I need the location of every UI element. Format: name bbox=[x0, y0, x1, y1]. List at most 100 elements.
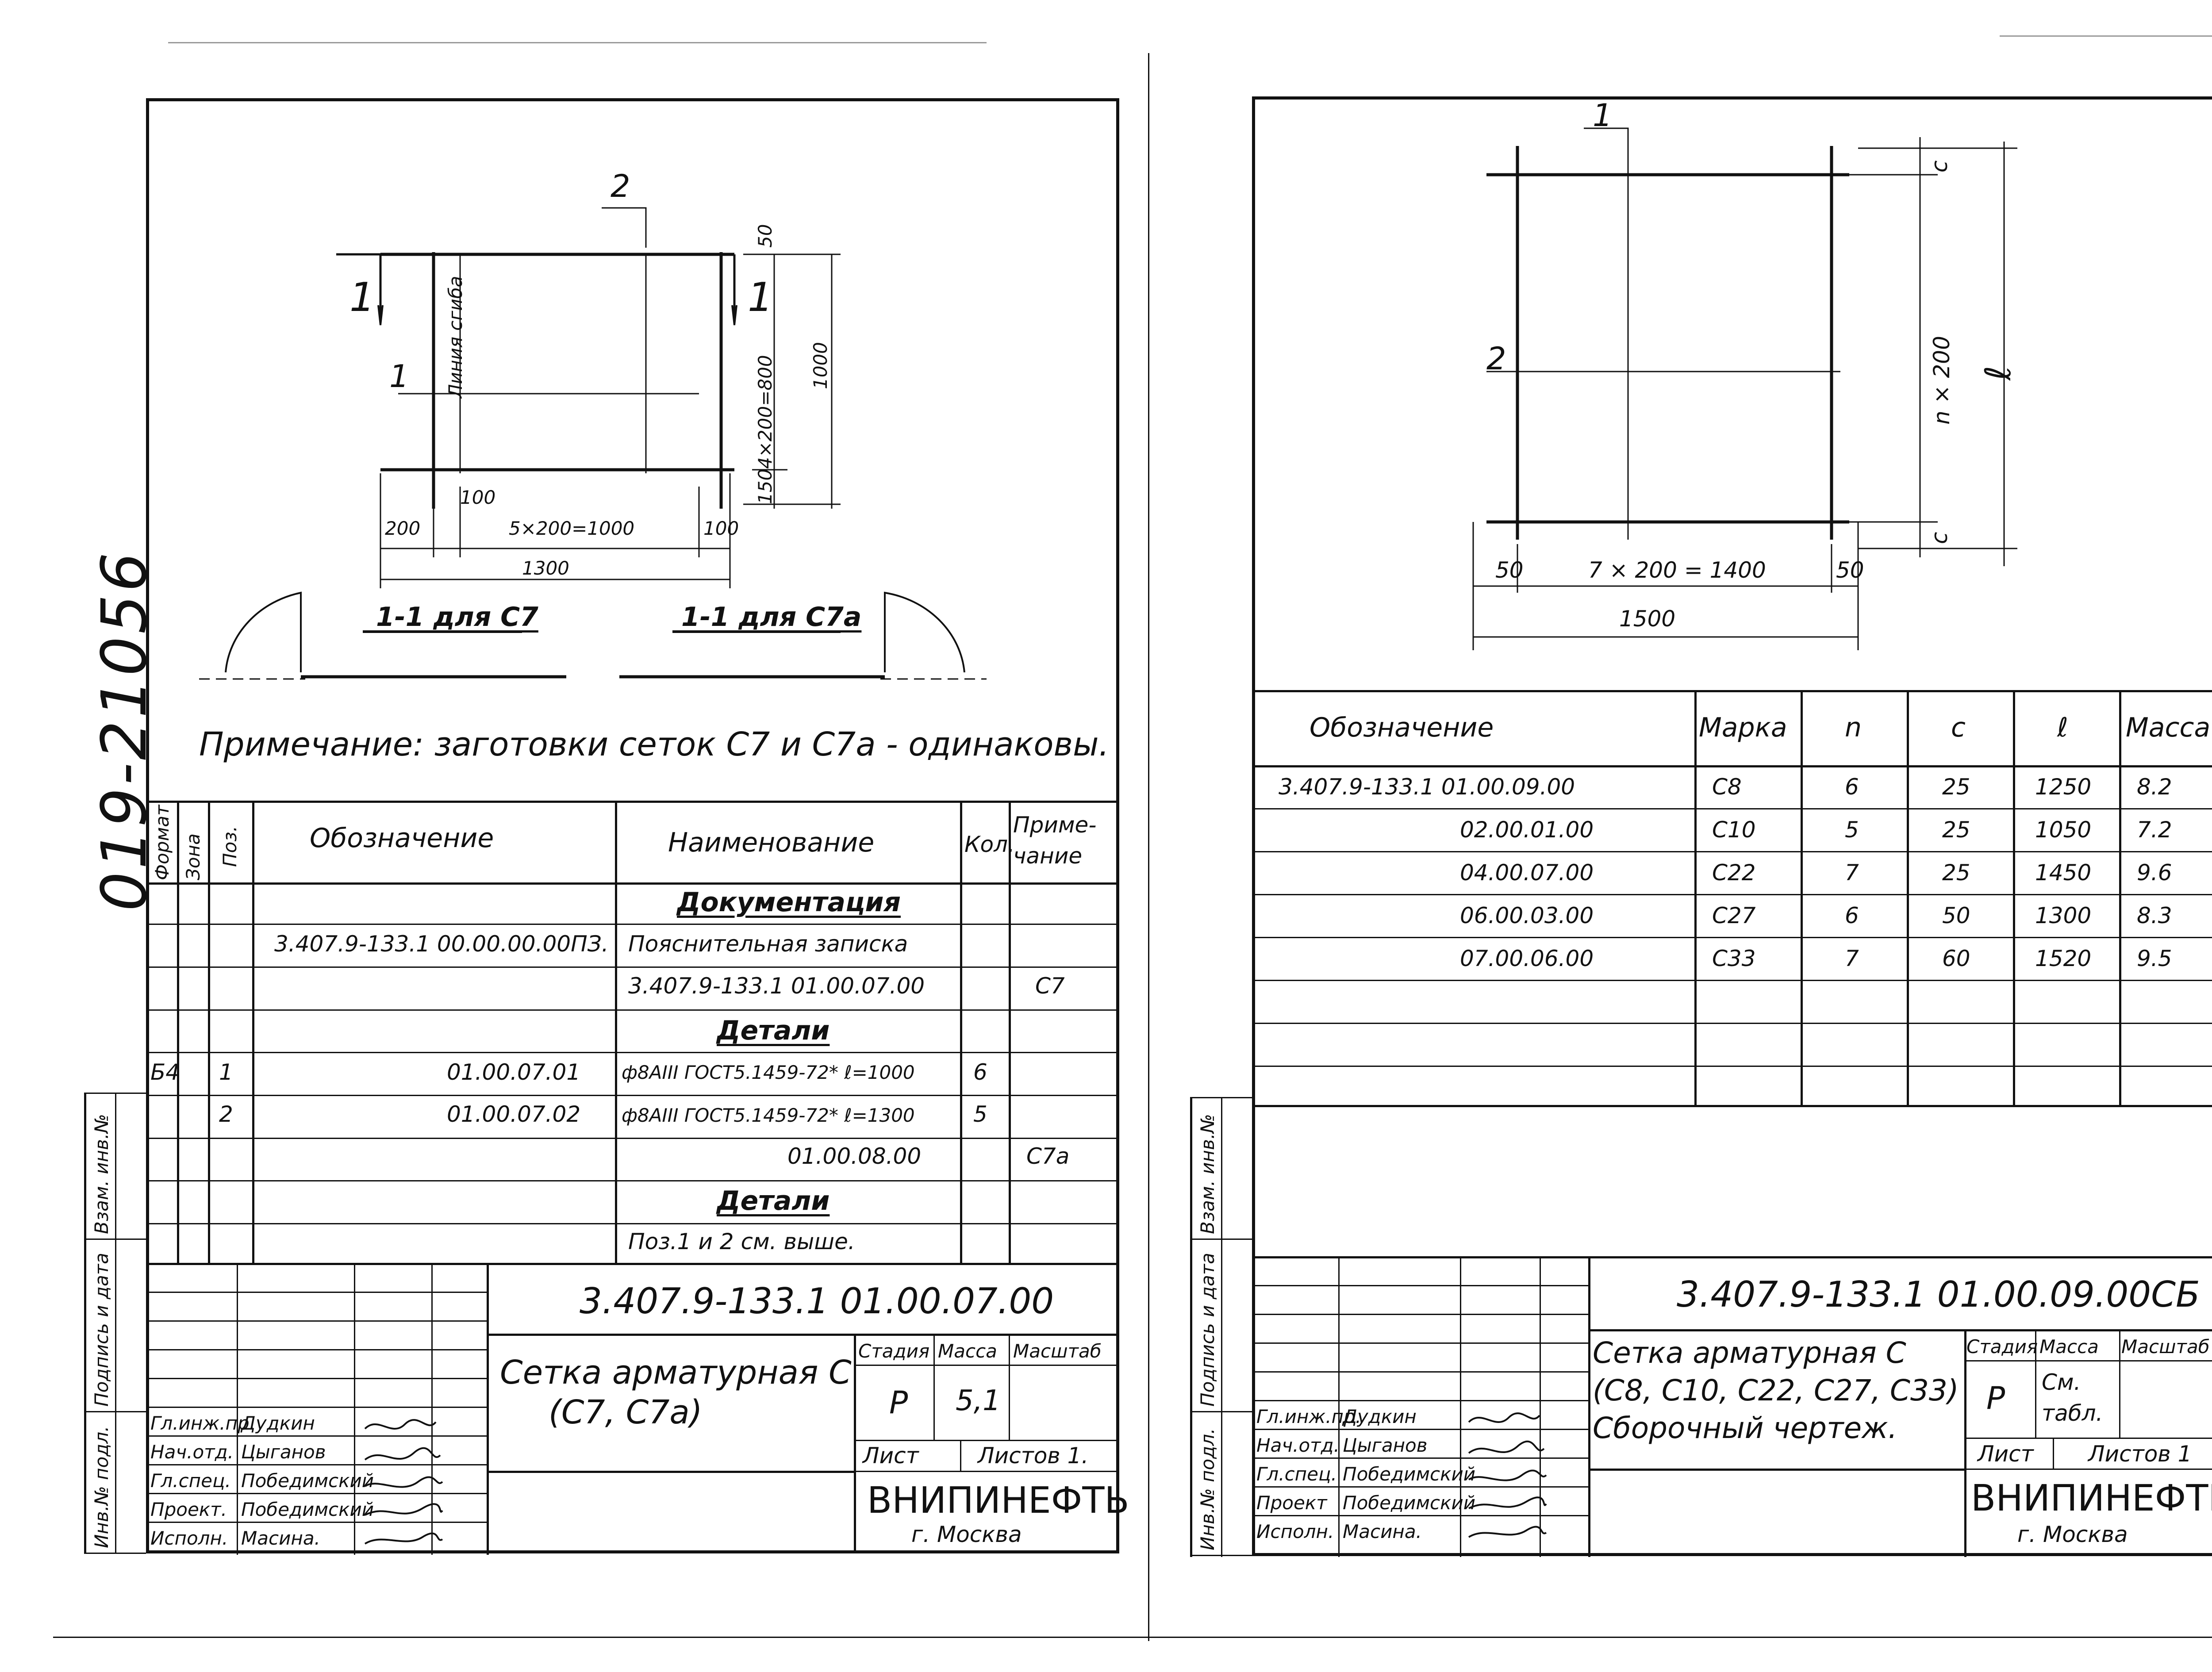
right-sig-grid bbox=[1540, 1256, 1541, 1557]
right-table-line bbox=[1252, 937, 2212, 938]
right-tb-title-line1: Сетка арматурная С bbox=[1593, 1336, 1906, 1370]
bottom-cut-line bbox=[53, 1637, 2212, 1638]
right-tb-line bbox=[2119, 1329, 2120, 1438]
left-tb-line bbox=[854, 1334, 856, 1553]
left-spec-header-name: Наименование bbox=[668, 827, 875, 858]
left-tb-line bbox=[960, 1440, 961, 1471]
left-spec-row-line bbox=[146, 1009, 1119, 1011]
right-dim-50-right: 50 bbox=[1836, 557, 1864, 583]
left-tb-mass-label: Масса bbox=[938, 1340, 997, 1362]
left-signer-role: Проект. bbox=[150, 1499, 227, 1520]
left-tb-line bbox=[487, 1263, 489, 1555]
left-tb-title-line1: Сетка арматурная С bbox=[500, 1354, 852, 1392]
right-side-strip-line bbox=[1190, 1411, 1252, 1412]
right-dim-50-left: 50 bbox=[1495, 557, 1524, 583]
right-sig-grid bbox=[1460, 1256, 1461, 1557]
right-row-4-n: 7 bbox=[1845, 946, 1859, 971]
left-spec-col-line bbox=[615, 801, 617, 1265]
left-sig-grid bbox=[146, 1292, 487, 1293]
left-spec-row-1-designation: 3.407.9-133.1 00.00.00.00ПЗ. bbox=[274, 931, 609, 957]
left-spec-row-4-qty: 6 bbox=[973, 1059, 987, 1085]
right-table-line bbox=[1252, 765, 2212, 767]
left-pos-label-1: 1 bbox=[389, 358, 409, 395]
left-signer-role: Исполн. bbox=[150, 1527, 228, 1549]
right-tb-city: г. Москва bbox=[2017, 1522, 2128, 1547]
left-tb-city: г. Москва bbox=[911, 1522, 1022, 1547]
left-spec-top-line bbox=[146, 801, 1119, 803]
left-sig-grid bbox=[146, 1522, 487, 1523]
right-sig-grid bbox=[1252, 1314, 1588, 1315]
left-sig-grid bbox=[431, 1263, 433, 1555]
right-tb-line bbox=[1588, 1329, 2212, 1331]
right-row-0-mass: 8.2 bbox=[2137, 774, 2172, 800]
right-table-line bbox=[1252, 980, 2212, 981]
left-spec-col-line bbox=[960, 801, 962, 1265]
left-tb-line bbox=[487, 1334, 1119, 1336]
left-tb-line bbox=[854, 1440, 1119, 1441]
right-sig-grid bbox=[1252, 1342, 1588, 1344]
left-tb-stage-label: Стадия bbox=[858, 1340, 930, 1362]
right-dim-total: 1500 bbox=[1619, 606, 1676, 632]
left-spec-row-2-note: С7 bbox=[1035, 973, 1065, 999]
right-table-line bbox=[1252, 894, 2212, 895]
right-signer-name: Дудкин bbox=[1343, 1406, 1417, 1427]
right-row-1-n: 5 bbox=[1845, 817, 1859, 843]
left-tb-title-line2: (С7, С7а) bbox=[549, 1393, 703, 1431]
right-sig-grid bbox=[1252, 1400, 1588, 1401]
left-spec-col-line bbox=[252, 801, 254, 1265]
left-sheet-frame bbox=[146, 98, 1119, 1553]
right-sig-grid bbox=[1338, 1256, 1340, 1557]
right-header-l: ℓ bbox=[2057, 712, 2068, 743]
right-tb-stage-label: Стадия bbox=[1966, 1336, 2038, 1358]
top-cut-line-left bbox=[168, 42, 987, 43]
right-row-1-l: 1050 bbox=[2035, 817, 2092, 843]
right-row-2-c: 25 bbox=[1942, 860, 1970, 886]
right-table-col bbox=[1907, 690, 1909, 1106]
left-spec-header-zone: Зона bbox=[182, 833, 204, 880]
left-spec-row-line bbox=[146, 1095, 1119, 1096]
left-dim-top-offset: 50 bbox=[754, 224, 776, 248]
right-row-2-n: 7 bbox=[1845, 860, 1859, 886]
left-spec-row-line bbox=[146, 966, 1119, 968]
right-table-col bbox=[1801, 690, 1803, 1106]
archive-number: 019-21056 bbox=[88, 549, 161, 911]
right-row-4-c: 60 bbox=[1942, 946, 1970, 971]
right-row-4-l: 1520 bbox=[2035, 946, 2092, 971]
left-tb-line bbox=[933, 1334, 935, 1440]
left-sig-grid bbox=[146, 1349, 487, 1350]
right-tb-stage: Р bbox=[1986, 1380, 2005, 1416]
left-dim-inner-offset: 100 bbox=[460, 487, 496, 508]
right-row-3-c: 50 bbox=[1942, 903, 1970, 928]
left-tb-code: 3.407.9-133.1 01.00.07.00 bbox=[580, 1281, 1054, 1322]
right-side-strip-line bbox=[1221, 1097, 1222, 1557]
left-tb-scale-label: Масштаб bbox=[1013, 1340, 1102, 1362]
right-header-designation: Обозначение bbox=[1310, 712, 1494, 743]
left-spec-row-6-note: С7а bbox=[1026, 1143, 1070, 1169]
right-signer-role: Проект bbox=[1256, 1492, 1327, 1514]
right-sig-grid bbox=[1252, 1457, 1588, 1459]
right-table-line bbox=[1252, 1023, 2212, 1024]
left-tb-mass: 5,1 bbox=[956, 1384, 1001, 1417]
right-header-n: n bbox=[1845, 712, 1862, 743]
left-note: Примечание: заготовки сеток С7 и С7а - о… bbox=[199, 725, 1110, 763]
right-tb-line bbox=[1252, 1256, 2212, 1258]
left-spec-row-5-designation: 01.00.07.02 bbox=[447, 1101, 581, 1127]
left-spec-row-line bbox=[146, 924, 1119, 925]
left-sig-grid bbox=[146, 1464, 487, 1465]
right-table-col bbox=[1694, 690, 1697, 1106]
left-tb-line bbox=[854, 1471, 1119, 1472]
right-side-strip-line bbox=[1190, 1097, 1192, 1557]
right-table-line bbox=[1252, 1105, 2212, 1107]
left-tb-sheet-label: Лист bbox=[863, 1443, 919, 1469]
left-section-c7a-label: 1-1 для С7а bbox=[681, 602, 862, 633]
right-sig-grid bbox=[1252, 1371, 1588, 1373]
right-table-col bbox=[2013, 690, 2015, 1106]
right-row-0-mark: С8 bbox=[1712, 774, 1742, 800]
right-row-1-designation: 02.00.01.00 bbox=[1460, 817, 1594, 843]
left-sig-grid bbox=[146, 1407, 487, 1408]
right-signer-role: Гл.спец. bbox=[1256, 1463, 1337, 1485]
right-row-2-designation: 04.00.07.00 bbox=[1460, 860, 1594, 886]
left-dim-left-offset: 200 bbox=[385, 518, 421, 539]
left-dim-total-height: 1000 bbox=[810, 342, 831, 389]
right-signer-role: Исполн. bbox=[1256, 1521, 1334, 1542]
